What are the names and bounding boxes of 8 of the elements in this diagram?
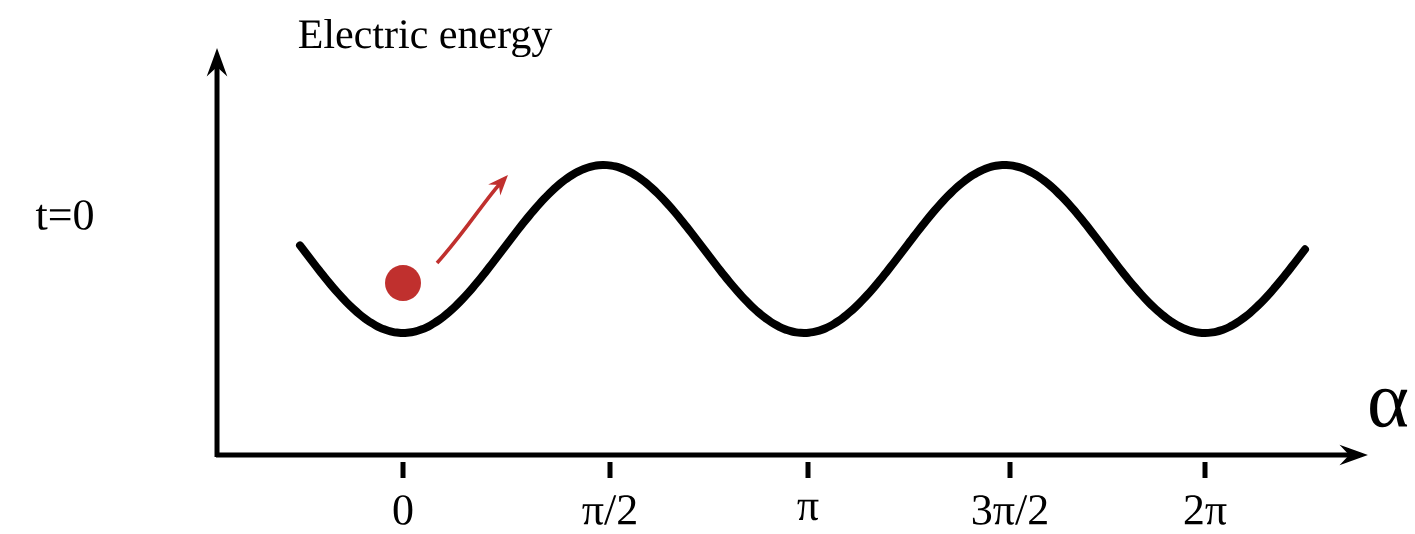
tick-label: π xyxy=(797,499,819,521)
tick-label: 3π/2 xyxy=(972,495,1047,525)
tick-label: π/2 xyxy=(582,495,636,525)
tick-label: 2π xyxy=(1184,495,1227,525)
state-label: t=0 xyxy=(35,200,93,230)
axis-title: α xyxy=(1370,388,1408,428)
tick-label: 0 xyxy=(393,495,413,525)
axis-title: Electric energy xyxy=(298,18,553,58)
